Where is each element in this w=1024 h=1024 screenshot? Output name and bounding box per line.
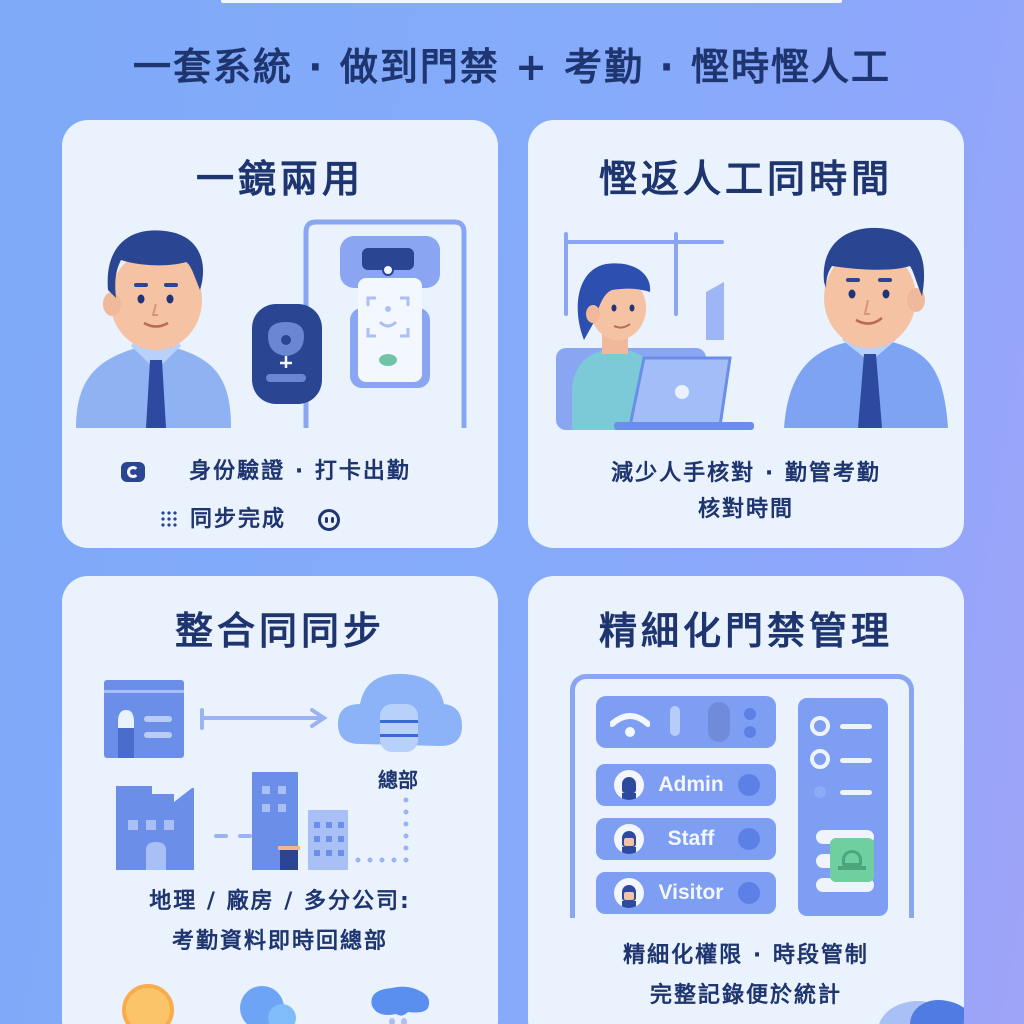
businessman-illustration — [784, 227, 948, 428]
option-line — [840, 790, 872, 795]
card-dual-use: 一鏡兩用 身份驗證 · 打卡出勤 同步完 — [62, 120, 498, 548]
role-toggle-dot[interactable] — [738, 774, 760, 796]
lock-card-icon — [830, 838, 874, 882]
sync-network-illustration — [104, 673, 462, 870]
fingerprint-icon — [670, 706, 680, 736]
status-dot — [744, 726, 756, 738]
rain-cloud-icon — [371, 986, 430, 1024]
admin-avatar-icon — [614, 770, 644, 800]
card-title: 慳返人工同時間 — [598, 157, 893, 201]
door-access-device-illustration — [252, 219, 467, 428]
staff-avatar-icon — [614, 824, 644, 854]
office-worker-illustration — [556, 232, 754, 430]
card-desc-line: 身份驗證 · 打卡出勤 — [189, 459, 411, 484]
dashboard-frame — [570, 674, 914, 918]
status-dot — [744, 708, 756, 720]
settings-side-panel — [798, 698, 888, 916]
card-desc-line: 精細化權限 · 時段管制 — [623, 943, 869, 968]
card-desc-line: 核對時間 — [697, 497, 794, 522]
card-desc-line: 地理 / 廠房 / 多分公司: — [149, 889, 411, 914]
role-row-staff[interactable]: Staff — [596, 818, 776, 860]
card-title: 一鏡兩用 — [195, 157, 364, 201]
role-toggle-dot[interactable] — [738, 882, 760, 904]
role-toggle-dot[interactable] — [738, 828, 760, 850]
cloud-icon — [240, 986, 296, 1024]
radio-option[interactable] — [814, 786, 826, 798]
radio-option[interactable] — [810, 716, 830, 736]
camera-badge-icon — [121, 462, 145, 482]
role-row-visitor[interactable]: Visitor — [596, 872, 776, 914]
businessman-illustration — [76, 230, 231, 428]
role-row-admin[interactable]: Admin — [596, 764, 776, 806]
card-integration-sync: 整合同同步 — [62, 576, 498, 1024]
card-desc-line: 減少人手核對 · 勤管考勤 — [611, 461, 881, 486]
role-label: Admin — [658, 773, 724, 796]
role-label: Staff — [667, 827, 715, 850]
visitor-avatar-icon — [614, 878, 644, 908]
headquarters-label: 總部 — [378, 768, 418, 792]
card-desc-line: 完整記錄便於統計 — [649, 983, 842, 1008]
card-desc-line: 考勤資料即時回總部 — [171, 929, 388, 954]
card-access-management: 精細化門禁管理 Admin Staff Visitor — [528, 576, 964, 1024]
wifi-icon — [610, 713, 650, 737]
biometric-row — [596, 696, 776, 748]
card-desc-line: 同步完成 — [190, 507, 287, 532]
smile-icon — [318, 509, 340, 531]
sun-icon — [122, 984, 174, 1024]
option-line — [840, 758, 872, 763]
grid-dots-icon — [160, 510, 178, 528]
card-title: 整合同同步 — [174, 609, 385, 653]
top-banner-edge — [221, 0, 842, 3]
role-label: Visitor — [658, 881, 724, 904]
card-save-labor: 慳返人工同時間 減少人手核對 · 勤管考勤 核對時間 — [528, 120, 964, 548]
radio-option[interactable] — [810, 749, 830, 769]
option-line — [840, 724, 872, 729]
page-headline: 一套系統 · 做到門禁 + 考勤 · 慳時慳人工 — [132, 45, 892, 89]
card-title: 精細化門禁管理 — [598, 609, 893, 653]
face-scan-icon — [708, 702, 730, 742]
